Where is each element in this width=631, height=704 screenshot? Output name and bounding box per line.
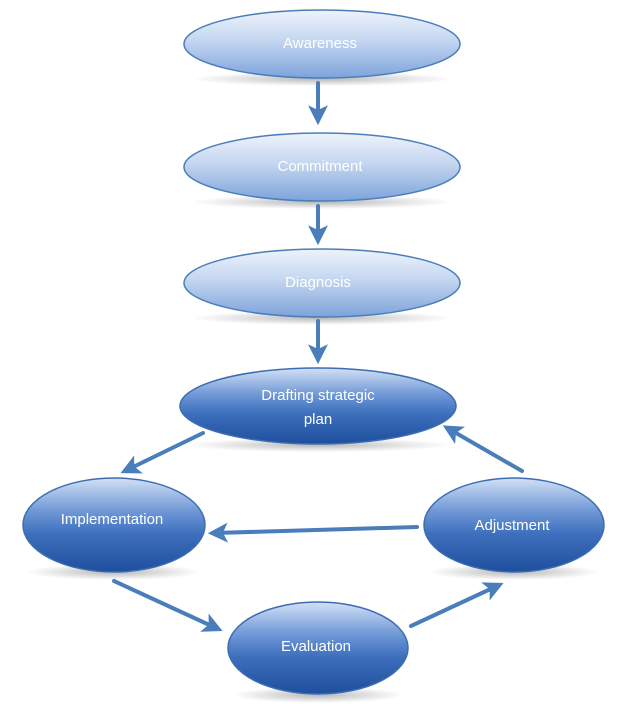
arrow-implementation-to-evaluation (112, 579, 223, 632)
node-diagnosis: Diagnosis (183, 248, 461, 318)
node-adjustment: Adjustment (423, 477, 605, 573)
node-diagnosis-label: Diagnosis (285, 274, 351, 291)
connectors (112, 81, 524, 632)
node-drafting-label-line1: Drafting strategic (261, 387, 375, 404)
arrow-adjustment-to-implementation (207, 522, 419, 543)
node-awareness: Awareness (183, 9, 461, 79)
node-adjustment-label: Adjustment (474, 517, 550, 534)
node-evaluation: Evaluation (227, 601, 409, 695)
node-implementation-label: Implementation (61, 511, 164, 528)
arrow-drafting-to-implementation (120, 431, 205, 474)
node-implementation: Implementation (22, 477, 206, 573)
node-drafting-strategic-plan: Drafting strategic plan (179, 367, 457, 445)
node-commitment-label: Commitment (277, 158, 363, 175)
node-drafting-label-line2: plan (304, 411, 332, 428)
node-awareness-label: Awareness (283, 35, 357, 52)
arrow-adjustment-to-drafting (442, 425, 524, 473)
node-commitment: Commitment (183, 132, 461, 202)
node-shadows (26, 72, 600, 703)
node-evaluation-label: Evaluation (281, 638, 351, 655)
arrow-evaluation-to-adjustment (409, 582, 504, 628)
